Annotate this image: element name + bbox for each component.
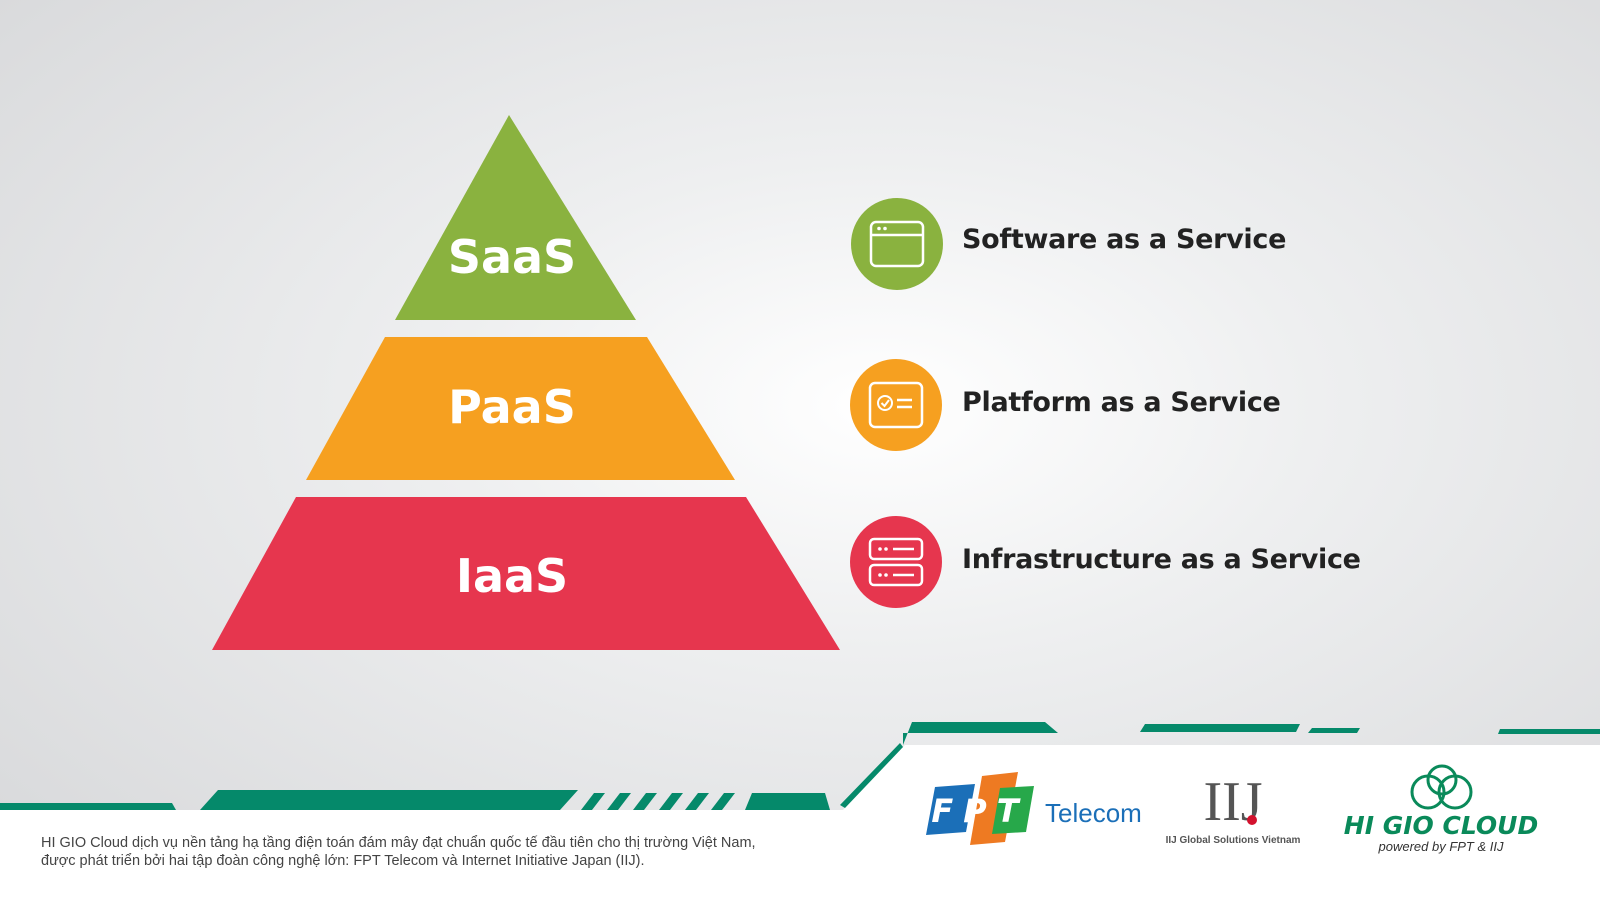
- platform-card-icon: [850, 359, 942, 451]
- footer-description: HI GIO Cloud dịch vụ nền tảng hạ tầng đi…: [41, 834, 756, 870]
- svg-text:Telecom: Telecom: [1045, 798, 1142, 828]
- saas-layer: [395, 115, 636, 320]
- saas-label: SaaS: [448, 230, 576, 284]
- svg-text:IIJ Global Solutions Vietnam: IIJ Global Solutions Vietnam: [1166, 835, 1301, 846]
- svg-text:HI GIO CLOUD: HI GIO CLOUD: [1344, 811, 1538, 840]
- service-label-saas: Software as a Service: [962, 224, 1287, 255]
- fpt-telecom-logo: FPT Telecom: [926, 772, 1142, 845]
- service-label-paas: Platform as a Service: [962, 387, 1281, 418]
- service-label-iaas: Infrastructure as a Service: [962, 544, 1361, 575]
- paas-label: PaaS: [448, 380, 576, 434]
- browser-window-icon: [851, 198, 943, 290]
- iaas-layer: [212, 497, 840, 650]
- iaas-label: IaaS: [456, 549, 568, 603]
- footer-band: [0, 722, 1600, 901]
- footer-line-1: HI GIO Cloud dịch vụ nền tảng hạ tầng đi…: [41, 835, 756, 851]
- server-icon: [850, 516, 942, 608]
- iij-logo: IIJ IIJ Global Solutions Vietnam: [1166, 771, 1301, 846]
- svg-text:powered by FPT & IIJ: powered by FPT & IIJ: [1378, 839, 1504, 854]
- svg-text:FPT: FPT: [931, 792, 1028, 830]
- paas-layer: [306, 337, 735, 480]
- higio-cloud-logo: HI GIO CLOUD powered by FPT & IIJ: [1344, 764, 1538, 854]
- footer-line-2: được phát triển bởi hai tập đoàn công ng…: [41, 853, 645, 869]
